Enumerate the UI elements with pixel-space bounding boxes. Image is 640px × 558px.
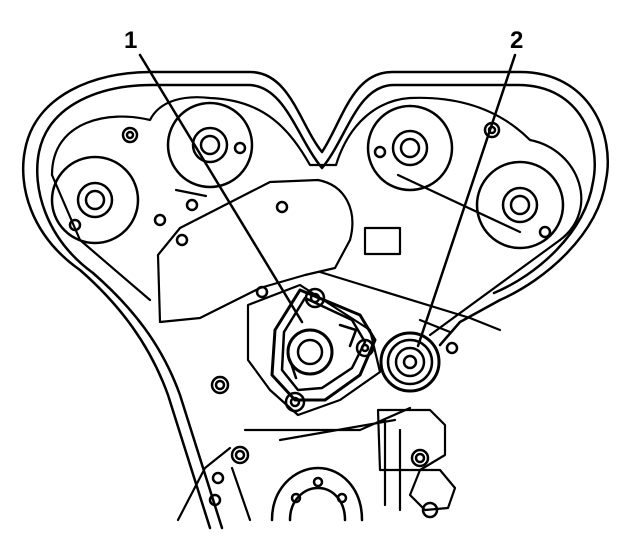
crankshaft-sprocket xyxy=(270,466,364,522)
callout-number-1: 1 xyxy=(124,27,137,54)
camshaft-sprocket-right-upper xyxy=(366,104,454,192)
callout-number-2: 2 xyxy=(510,27,523,54)
camshaft-sprocket-left-lower xyxy=(50,155,140,245)
camshaft-sprocket-right-lower xyxy=(475,160,565,250)
timing-cover-outline xyxy=(21,70,609,530)
timing-belt-tensioner xyxy=(270,287,377,413)
inner-plates xyxy=(156,178,502,512)
idler-pulley xyxy=(379,331,441,393)
lower-brace xyxy=(176,446,252,522)
camshaft-sprocket-left-upper xyxy=(166,101,254,212)
leader-lines xyxy=(138,53,517,348)
